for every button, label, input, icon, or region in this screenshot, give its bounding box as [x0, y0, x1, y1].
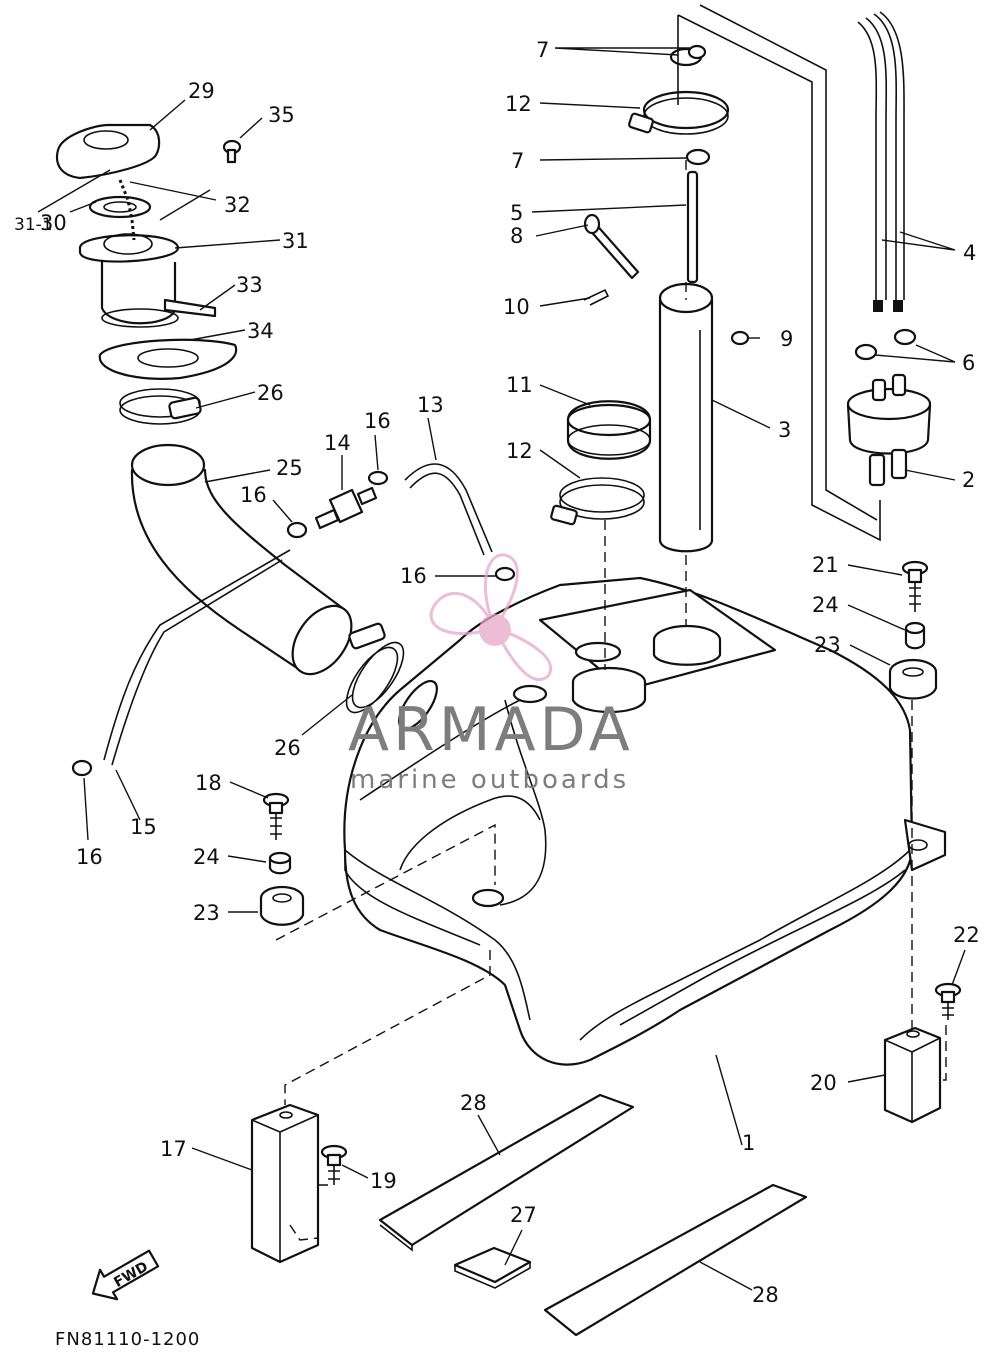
- callout-8: 8: [510, 224, 523, 248]
- callout-4: 4: [963, 241, 976, 265]
- callout-7-top: 7: [536, 38, 549, 62]
- callout-26-upper: 26: [257, 381, 284, 405]
- drawing-code: FN81110-1200: [55, 1329, 200, 1350]
- armada-watermark: ARMADA marine outboards: [348, 553, 634, 795]
- pad-28-lower: [543, 1183, 808, 1337]
- tank-filler-neck: [512, 666, 647, 714]
- callout-2: 2: [962, 468, 975, 492]
- callout-26-lower: 26: [274, 736, 301, 760]
- callout-16-tank: 16: [400, 564, 427, 588]
- callout-16-hose: 16: [240, 483, 267, 507]
- bracket-20: [883, 1026, 942, 1124]
- grommet-23-left: [259, 885, 305, 926]
- callout-21: 21: [812, 553, 839, 577]
- callout-30: 30: [40, 211, 67, 235]
- hose-clamp-lower: [345, 622, 438, 731]
- hose-clamp-middle: [550, 477, 645, 526]
- callout-13: 13: [417, 393, 444, 417]
- grommet-23-right: [888, 658, 938, 700]
- callout-5: 5: [510, 201, 523, 225]
- callout-16-vent: 16: [76, 845, 103, 869]
- assembly-guide-lines: [275, 160, 947, 1105]
- callout-3: 3: [778, 418, 791, 442]
- callout-35: 35: [268, 103, 295, 127]
- callout-34: 34: [247, 319, 274, 343]
- callout-18: 18: [195, 771, 222, 795]
- callout-31: 31: [282, 229, 309, 253]
- callout-17: 17: [160, 1137, 187, 1161]
- callout-11: 11: [506, 373, 533, 397]
- bolt-19: [320, 1144, 348, 1185]
- bracket-17: [250, 1103, 330, 1264]
- fuel-hoses-pair: [857, 11, 905, 312]
- callout-23-left: 23: [193, 901, 220, 925]
- filler-hose: [130, 443, 353, 676]
- watermark-brand: ARMADA: [348, 695, 634, 765]
- filler-cap: [566, 400, 652, 460]
- callout-12-middle: 12: [506, 439, 533, 463]
- breather-joint: [314, 486, 378, 530]
- callout-29: 29: [188, 79, 215, 103]
- callout-19: 19: [370, 1169, 397, 1193]
- callout-33: 33: [236, 273, 263, 297]
- fuel-sender-unit: [652, 170, 722, 666]
- pin-set: [583, 213, 750, 346]
- clip-top: [669, 44, 711, 166]
- callout-7-lower: 7: [511, 149, 524, 173]
- callout-labels: 7 12 7 5 8 10 9 11 12 3 4 6 2 21 24 23 1…: [14, 38, 980, 1307]
- bolt-18: [262, 792, 290, 840]
- watermark-tagline: marine outboards: [350, 765, 629, 795]
- callout-9: 9: [780, 327, 793, 351]
- callout-20: 20: [810, 1071, 837, 1095]
- callout-25: 25: [276, 456, 303, 480]
- callout-14: 14: [324, 431, 351, 455]
- callout-28-upper: 28: [460, 1091, 487, 1115]
- pad-28-upper: [378, 1093, 635, 1252]
- callout-27: 27: [510, 1203, 537, 1227]
- bolt-22: [934, 982, 962, 1020]
- hose-clips-16: [71, 470, 516, 777]
- hose-clamp-top: [628, 90, 730, 135]
- callout-24-right: 24: [812, 593, 839, 617]
- callout-1: 1: [742, 1131, 755, 1155]
- vent-hose-15: [103, 549, 291, 766]
- callout-32: 32: [224, 193, 251, 217]
- callout-6: 6: [962, 351, 975, 375]
- hose-clamp-filler: [119, 388, 202, 425]
- callout-23-right: 23: [814, 633, 841, 657]
- fuel-filter: [846, 328, 932, 487]
- collar-24-right: [904, 621, 926, 650]
- fwd-arrow-icon: FWD: [91, 1249, 160, 1301]
- callout-10: 10: [503, 295, 530, 319]
- callout-16-joint: 16: [364, 409, 391, 433]
- breather-hose-13: [404, 463, 493, 556]
- callout-22: 22: [953, 923, 980, 947]
- pad-27: [453, 1246, 532, 1289]
- callout-15: 15: [130, 815, 157, 839]
- propeller-logo: [429, 553, 552, 681]
- filler-cap-assembly: [55, 123, 242, 380]
- collar-24-left: [268, 851, 292, 875]
- callout-28-lower: 28: [752, 1283, 779, 1307]
- callout-24-left: 24: [193, 845, 220, 869]
- fuel-tank: [343, 576, 947, 1066]
- callout-31-1: 31-1: [14, 215, 53, 235]
- bolt-21: [901, 560, 929, 612]
- callout-12-top: 12: [505, 92, 532, 116]
